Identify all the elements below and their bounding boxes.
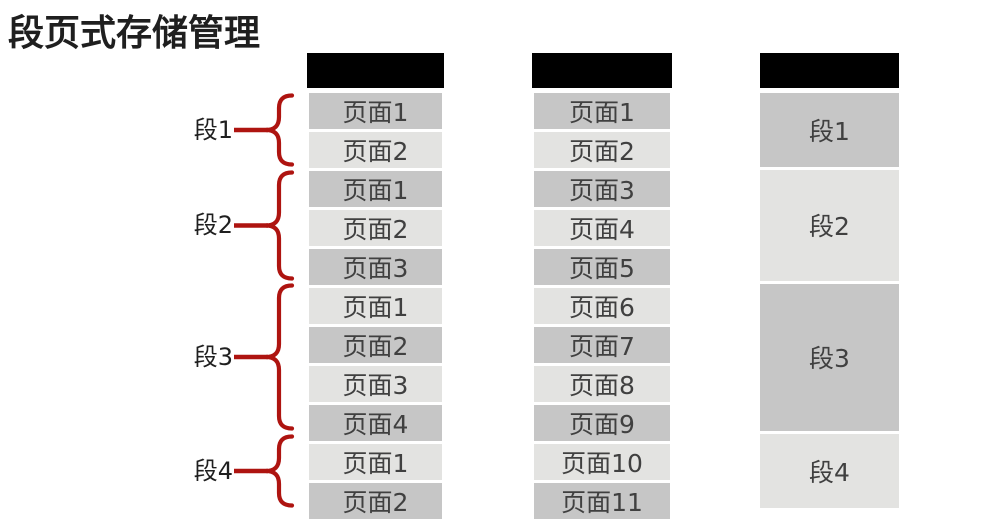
page-row: 页面4 [309, 405, 442, 441]
page-frame-rows: 页面1 页面2 页面3 页面4 页面5 页面6 页面7 页面8 页面9 页面10… [534, 93, 670, 519]
bracket-label-segment-2: 段2 [193, 211, 233, 239]
page-row: 页面1 [309, 444, 442, 480]
page-row: 页面2 [309, 483, 442, 519]
column-header-bar [307, 53, 444, 88]
bracket-label-segment-3: 段3 [193, 343, 233, 371]
segment-overview-column: 段1 段2 段3 段4 [760, 53, 899, 508]
page-row: 页面3 [309, 366, 442, 402]
page-row: 页面10 [534, 444, 670, 480]
column-header-bar [760, 53, 899, 88]
curly-brace-segment-4-icon [234, 434, 295, 508]
bracket-label-segment-1: 段1 [193, 116, 233, 144]
segment-blocks: 段1 段2 段3 段4 [760, 93, 899, 508]
page-row: 页面2 [309, 210, 442, 246]
page-row: 页面2 [309, 327, 442, 363]
bracket-label-segment-4: 段4 [193, 457, 233, 485]
page-row: 页面1 [534, 93, 670, 129]
page-row: 页面11 [534, 483, 670, 519]
segment-page-table-column: 页面1 页面2 页面1 页面2 页面3 页面1 页面2 页面3 页面4 页面1 … [307, 53, 444, 519]
page-frame-table-column: 页面1 页面2 页面3 页面4 页面5 页面6 页面7 页面8 页面9 页面10… [532, 53, 672, 519]
page-row: 页面9 [534, 405, 670, 441]
segment-block: 段3 [760, 283, 899, 432]
column-header-bar [532, 53, 672, 88]
page-title: 段页式存储管理 [8, 13, 261, 54]
segment-block: 段2 [760, 169, 899, 281]
curly-brace-segment-2-icon [234, 170, 295, 281]
segment-page-rows: 页面1 页面2 页面1 页面2 页面3 页面1 页面2 页面3 页面4 页面1 … [309, 93, 442, 519]
page-row: 页面1 [309, 288, 442, 324]
page-row: 页面8 [534, 366, 670, 402]
page-row: 页面3 [534, 171, 670, 207]
page-row: 页面1 [309, 93, 442, 129]
page-row: 页面4 [534, 210, 670, 246]
page-row: 页面1 [309, 171, 442, 207]
segment-block: 段1 [760, 93, 899, 167]
curly-brace-segment-3-icon [234, 283, 295, 431]
page-row: 页面3 [309, 249, 442, 285]
curly-brace-segment-1-icon [234, 93, 295, 167]
page-row: 页面7 [534, 327, 670, 363]
page-row: 页面2 [309, 132, 442, 168]
page-row: 页面5 [534, 249, 670, 285]
page-row: 页面6 [534, 288, 670, 324]
segment-block: 段4 [760, 434, 899, 508]
page-row: 页面2 [534, 132, 670, 168]
